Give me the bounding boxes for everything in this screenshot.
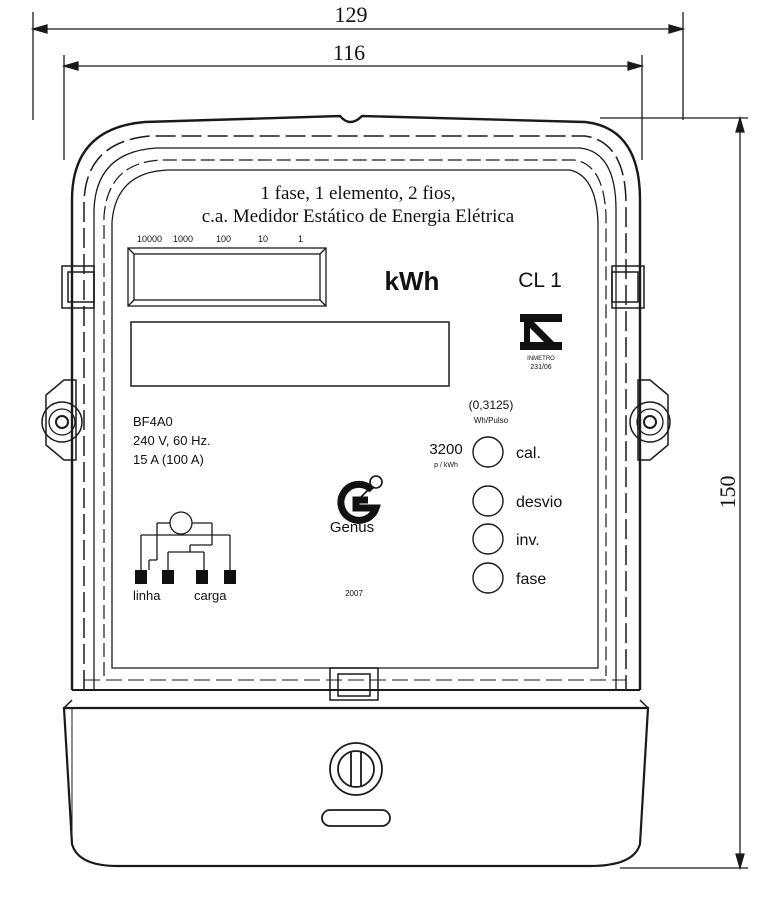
left-mounting-screw-icon — [41, 379, 83, 461]
approval-number: 231/06 — [530, 364, 552, 371]
genus-logo-icon — [337, 475, 383, 524]
brand-name: Genus — [330, 519, 374, 536]
voltage-rating: 240 V, 60 Hz. — [133, 433, 211, 448]
pulse-unit: Wh/Pulso — [474, 416, 509, 425]
cover-seal-screw-icon — [329, 742, 383, 796]
indicator-desvio-label: desvio — [516, 494, 562, 511]
indicator-fase-label: fase — [516, 571, 546, 588]
approval-authority: INMETRO — [527, 356, 555, 362]
register-scale-1: 1 — [298, 234, 303, 244]
accuracy-class-label: CL 1 — [518, 269, 562, 292]
register-scale-100: 100 — [216, 234, 231, 244]
dimension-height — [600, 115, 748, 871]
lcd-display — [130, 321, 450, 387]
wiring-line-label: linha — [133, 588, 161, 603]
indicator-desvio-led — [472, 485, 504, 517]
seal-latch — [329, 667, 379, 701]
register-scale-1000: 1000 — [173, 234, 193, 244]
wiring-diagram — [140, 511, 231, 570]
dimension-height-label: 150 — [715, 476, 740, 509]
indicator-cal-led — [472, 436, 504, 468]
register-scale-10000: 10000 — [137, 234, 162, 244]
dimension-inner-width-label: 116 — [333, 40, 365, 65]
indicator-cal-label: cal. — [516, 445, 541, 462]
right-clip — [611, 265, 645, 309]
model-label: BF4A0 — [133, 414, 173, 429]
terminal-cover — [62, 699, 650, 868]
register-window — [127, 247, 327, 307]
dimension-total-width-label: 129 — [335, 2, 368, 27]
dimension-total-width — [30, 12, 686, 120]
meter-title-line1: 1 fase, 1 elemento, 2 fios, — [260, 183, 455, 204]
register-scale-10: 10 — [258, 234, 268, 244]
pulse-value: (0,3125) — [469, 398, 514, 412]
meter-constant: 3200 — [429, 441, 462, 458]
current-rating: 15 A (100 A) — [133, 452, 204, 467]
meter-housing — [70, 114, 642, 691]
inmetro-logo-icon — [520, 314, 562, 350]
wiring-load-label: carga — [194, 588, 227, 603]
indicator-fase-led — [472, 562, 504, 594]
dimension-inner-width — [61, 55, 645, 160]
terminal-blocks — [135, 570, 236, 584]
right-mounting-screw-icon — [629, 379, 671, 461]
register-scale: 10000 1000 100 10 1 — [137, 234, 303, 244]
manufacture-year: 2007 — [345, 589, 363, 598]
left-clip — [61, 265, 95, 309]
indicator-inv-label: inv. — [516, 532, 540, 549]
meter-constant-unit: p / kWh — [434, 462, 458, 469]
meter-title-line2: c.a. Medidor Estático de Energia Elétric… — [202, 206, 515, 227]
indicator-inv-led — [472, 523, 504, 555]
unit-label: kWh — [385, 266, 440, 296]
